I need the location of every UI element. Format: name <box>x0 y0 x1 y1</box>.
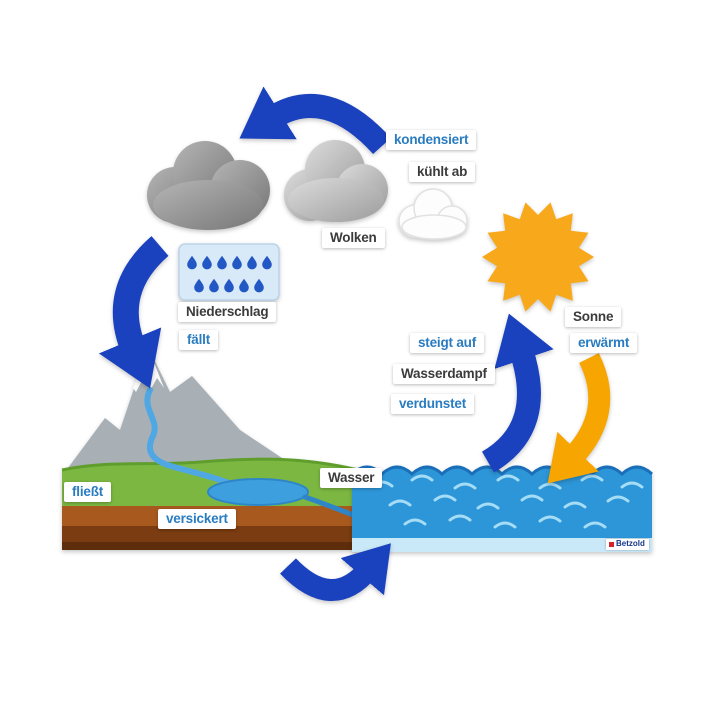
brand-logo-mark-icon <box>609 541 614 547</box>
arrow-flow-back-icon <box>280 543 391 601</box>
dark-cloud-icon <box>147 141 270 230</box>
label-faellt: fällt <box>179 330 219 350</box>
label-wolken: Wolken <box>322 228 385 248</box>
arrow-precipitation-icon <box>98 236 169 389</box>
label-versickert: versickert <box>158 509 236 529</box>
label-erwaermt: erwärmt <box>570 333 638 353</box>
label-fliesst: fließt <box>64 482 112 502</box>
label-kondensiert: kondensiert <box>386 130 477 150</box>
sun-icon <box>482 202 594 312</box>
label-niederschlag: Niederschlag <box>178 302 277 322</box>
label-wasserdampf: Wasserdampf <box>393 364 495 384</box>
label-wasser: Wasser <box>320 468 383 488</box>
arrow-evaporation-icon <box>481 313 554 473</box>
white-cloud-icon <box>398 188 468 240</box>
gray-cloud-icon <box>284 140 388 222</box>
mountain-icon <box>65 347 300 472</box>
lake-icon <box>207 478 309 506</box>
arrow-condensation-icon <box>239 86 391 155</box>
label-sonne: Sonne <box>565 307 622 327</box>
label-verdunstet: verdunstet <box>391 394 475 414</box>
brand-logo: Betzold <box>606 539 649 550</box>
label-steigt-auf: steigt auf <box>410 333 485 353</box>
rain-drops-icon <box>178 243 280 301</box>
arrow-sun-warms-icon <box>547 353 611 484</box>
brand-logo-text: Betzold <box>616 539 645 548</box>
landscape <box>61 347 359 550</box>
label-kuehlt-ab: kühlt ab <box>409 162 476 182</box>
